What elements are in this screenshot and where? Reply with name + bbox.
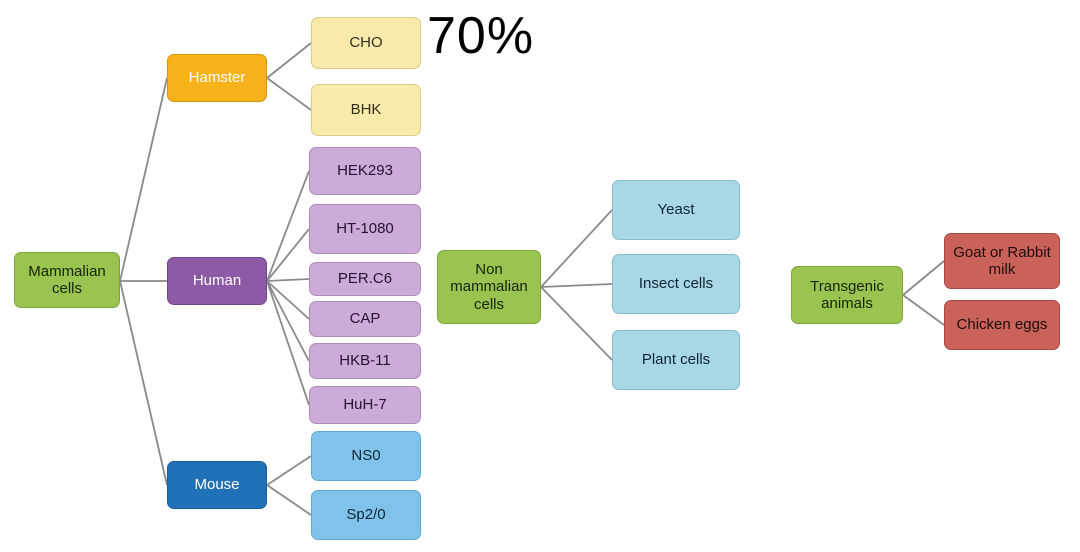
connector-line — [266, 280, 310, 362]
connector-line — [266, 455, 312, 486]
connector-line — [902, 294, 945, 326]
node-human: Human — [167, 257, 267, 305]
node-sp20: Sp2/0 — [311, 490, 421, 540]
connector-line — [119, 280, 168, 486]
zoom-level-text: 70% — [427, 7, 535, 65]
connector-line — [266, 278, 310, 282]
connector-line — [119, 77, 168, 282]
connector-line — [266, 280, 310, 406]
connector-line — [266, 228, 310, 282]
connector-line — [540, 286, 613, 361]
node-yeast: Yeast — [612, 180, 740, 240]
node-ht1080: HT-1080 — [309, 204, 421, 254]
node-chicken-eggs: Chicken eggs — [944, 300, 1060, 350]
connector-line — [266, 280, 310, 320]
connector-line — [266, 77, 312, 111]
node-non-mammalian-cells: Non mammalian cells — [437, 250, 541, 324]
connector-line — [540, 209, 613, 288]
node-bhk: BHK — [311, 84, 421, 136]
node-insect-cells: Insect cells — [612, 254, 740, 314]
connector-line — [266, 484, 312, 516]
node-mammalian-cells: Mammalian cells — [14, 252, 120, 308]
connector-line — [902, 260, 945, 296]
node-ns0: NS0 — [311, 431, 421, 481]
node-cho: CHO — [311, 17, 421, 69]
node-mouse: Mouse — [167, 461, 267, 509]
connector-line — [540, 283, 613, 288]
node-hek293: HEK293 — [309, 147, 421, 195]
connector-line — [266, 42, 312, 79]
node-goat-rabbit-milk: Goat or Rabbit milk — [944, 233, 1060, 289]
node-perc6: PER.C6 — [309, 262, 421, 296]
node-huh7: HuH-7 — [309, 386, 421, 424]
node-transgenic-animals: Transgenic animals — [791, 266, 903, 324]
node-plant-cells: Plant cells — [612, 330, 740, 390]
node-cap: CAP — [309, 301, 421, 337]
node-hkb11: HKB-11 — [309, 343, 421, 379]
connector-line — [266, 170, 310, 282]
node-hamster: Hamster — [167, 54, 267, 102]
